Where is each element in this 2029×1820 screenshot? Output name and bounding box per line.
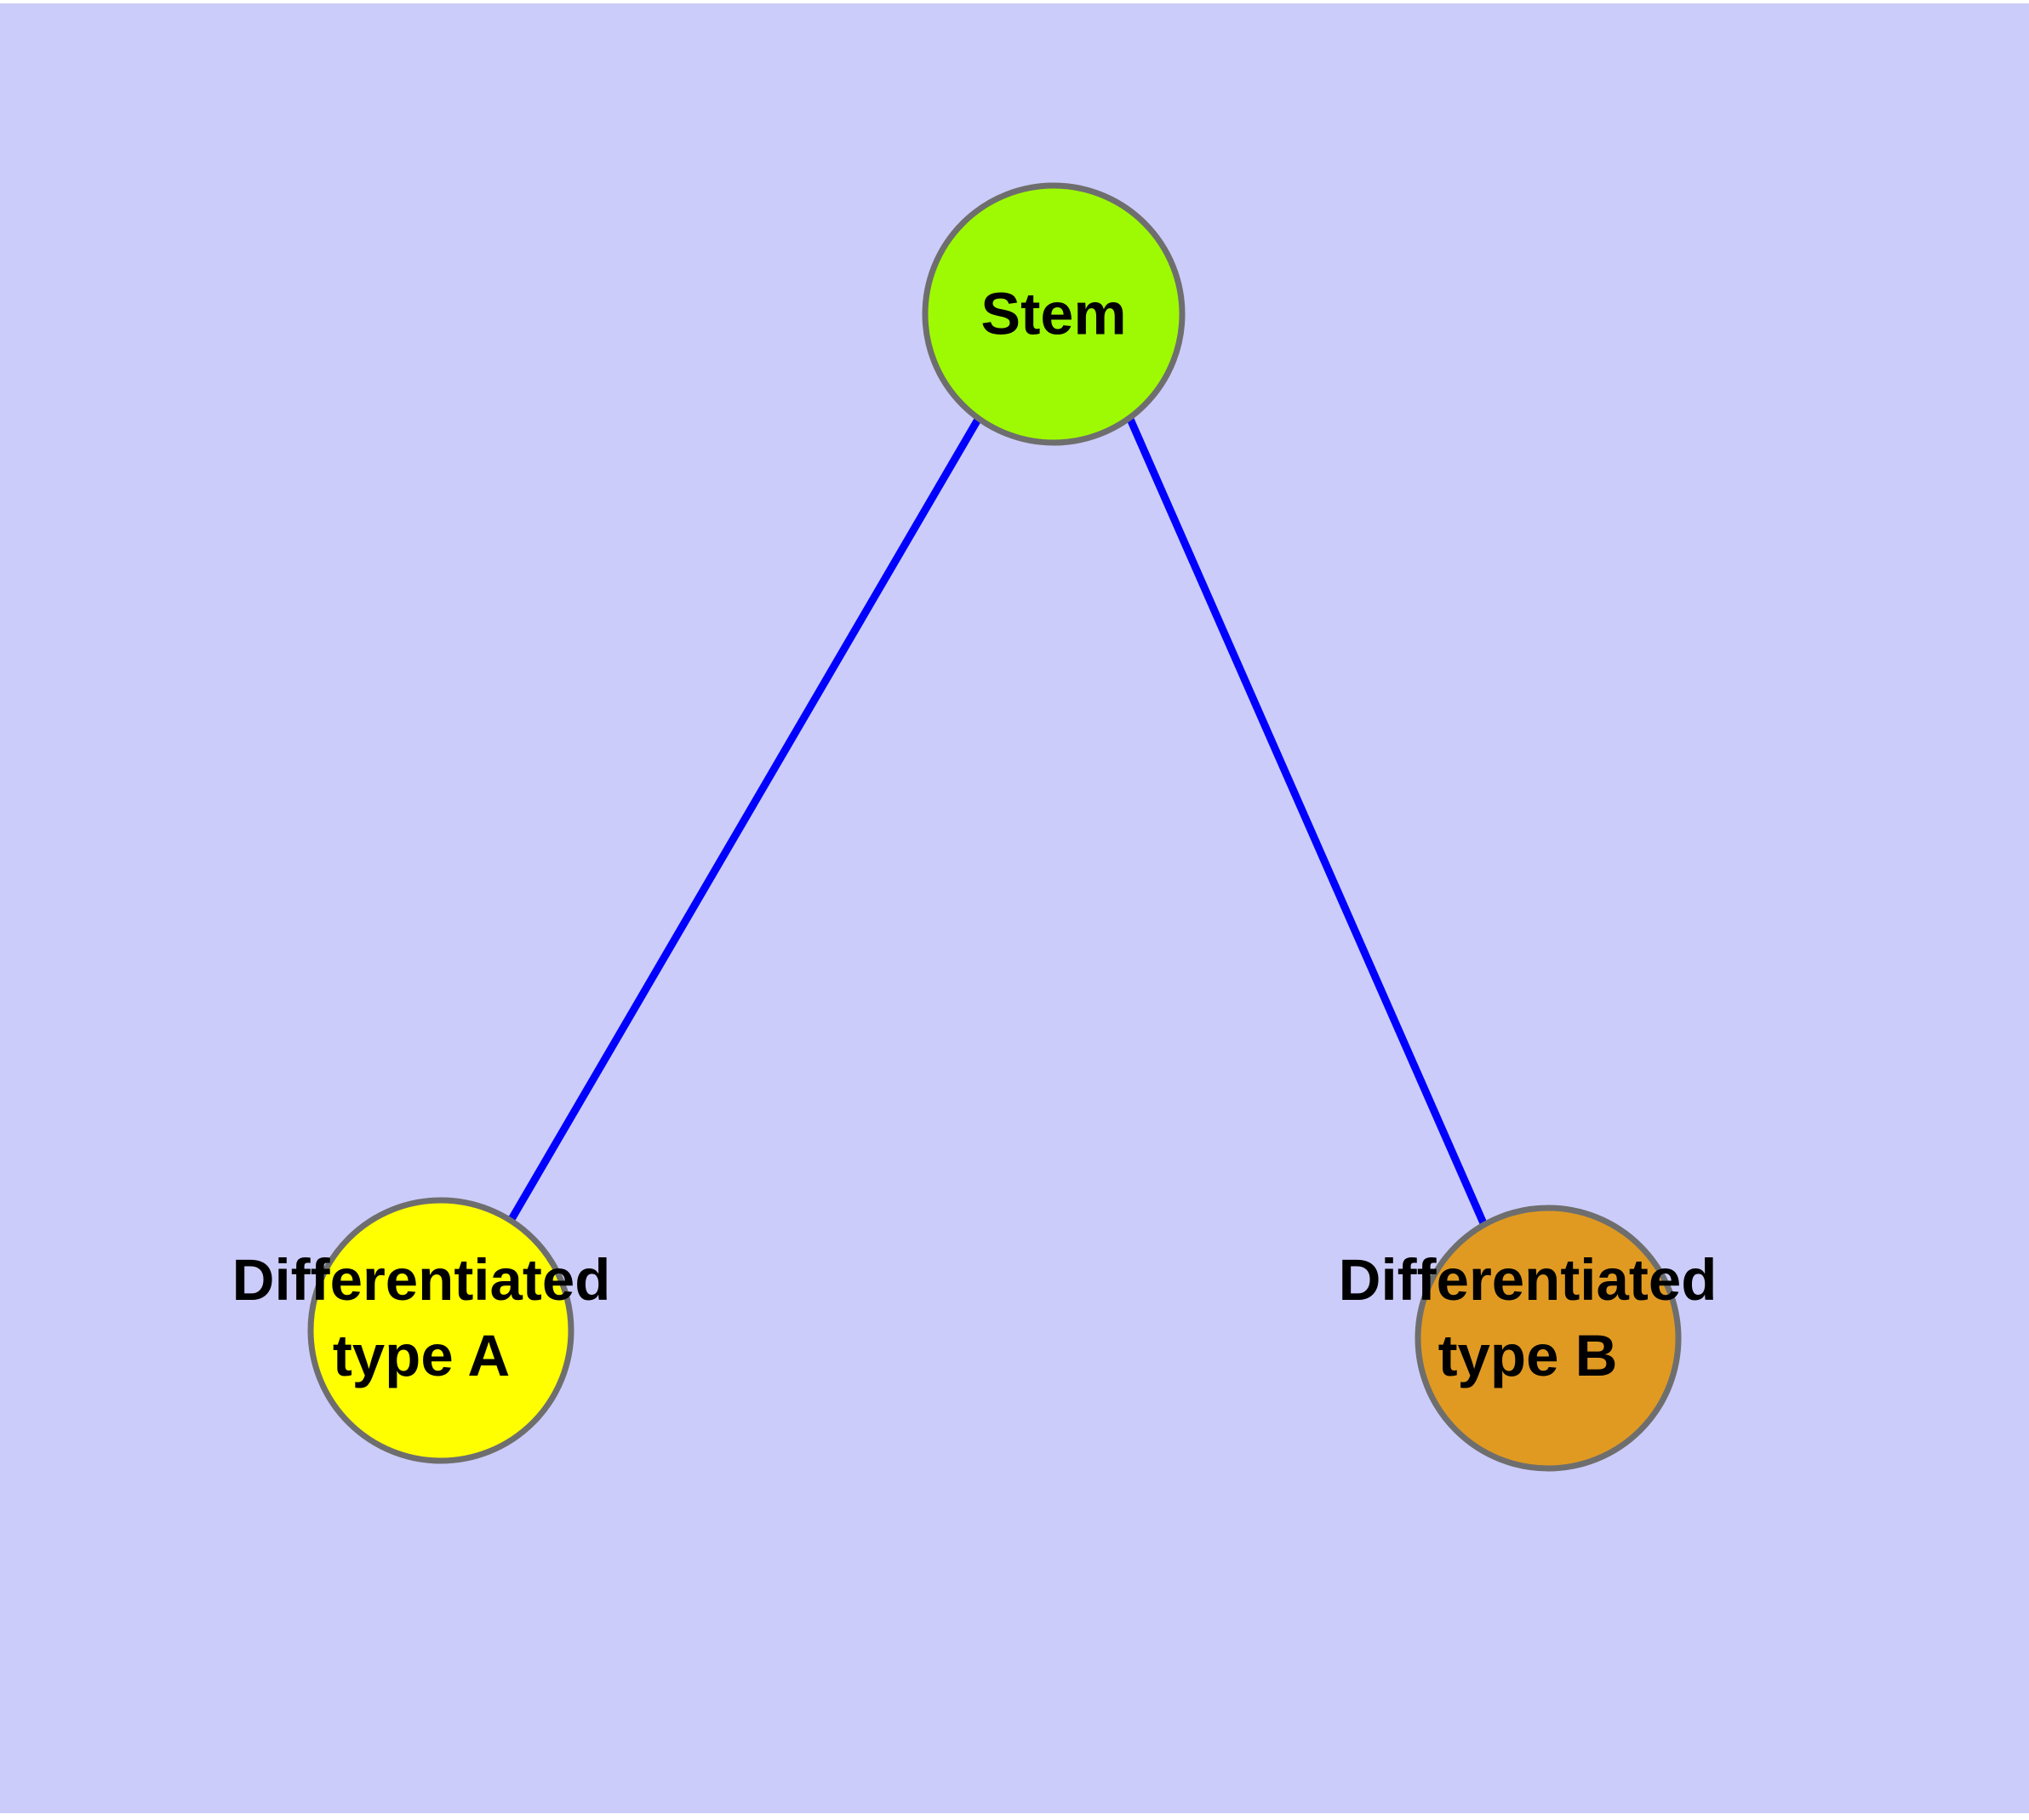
node-differentiated-type-b-label-line-2: type B xyxy=(1438,1323,1618,1388)
node-differentiated-type-a-label-line-2: type A xyxy=(333,1323,510,1388)
node-differentiated-type-b[interactable] xyxy=(1415,1205,1682,1472)
edge-stem-to-differentiated-type-b[interactable] xyxy=(1125,415,1488,1225)
node-stem[interactable]: Stem xyxy=(922,182,1186,446)
node-differentiated-type-a[interactable] xyxy=(307,1197,574,1464)
node-stem-label: Stem xyxy=(980,280,1126,346)
node-layer: Stem xyxy=(307,182,1682,1472)
edge-layer xyxy=(507,415,1488,1225)
node-label-layer: Differentiated type A Differentiated typ… xyxy=(232,1247,1718,1388)
node-differentiated-type-b-circle[interactable] xyxy=(1415,1205,1682,1472)
node-stem-circle[interactable] xyxy=(922,182,1186,446)
node-differentiated-type-b-label-line-1: Differentiated xyxy=(1339,1247,1718,1313)
node-differentiated-type-a-label-line-1: Differentiated xyxy=(232,1247,611,1313)
node-differentiated-type-a-circle[interactable] xyxy=(307,1197,574,1464)
edge-stem-to-differentiated-type-a[interactable] xyxy=(507,415,982,1223)
